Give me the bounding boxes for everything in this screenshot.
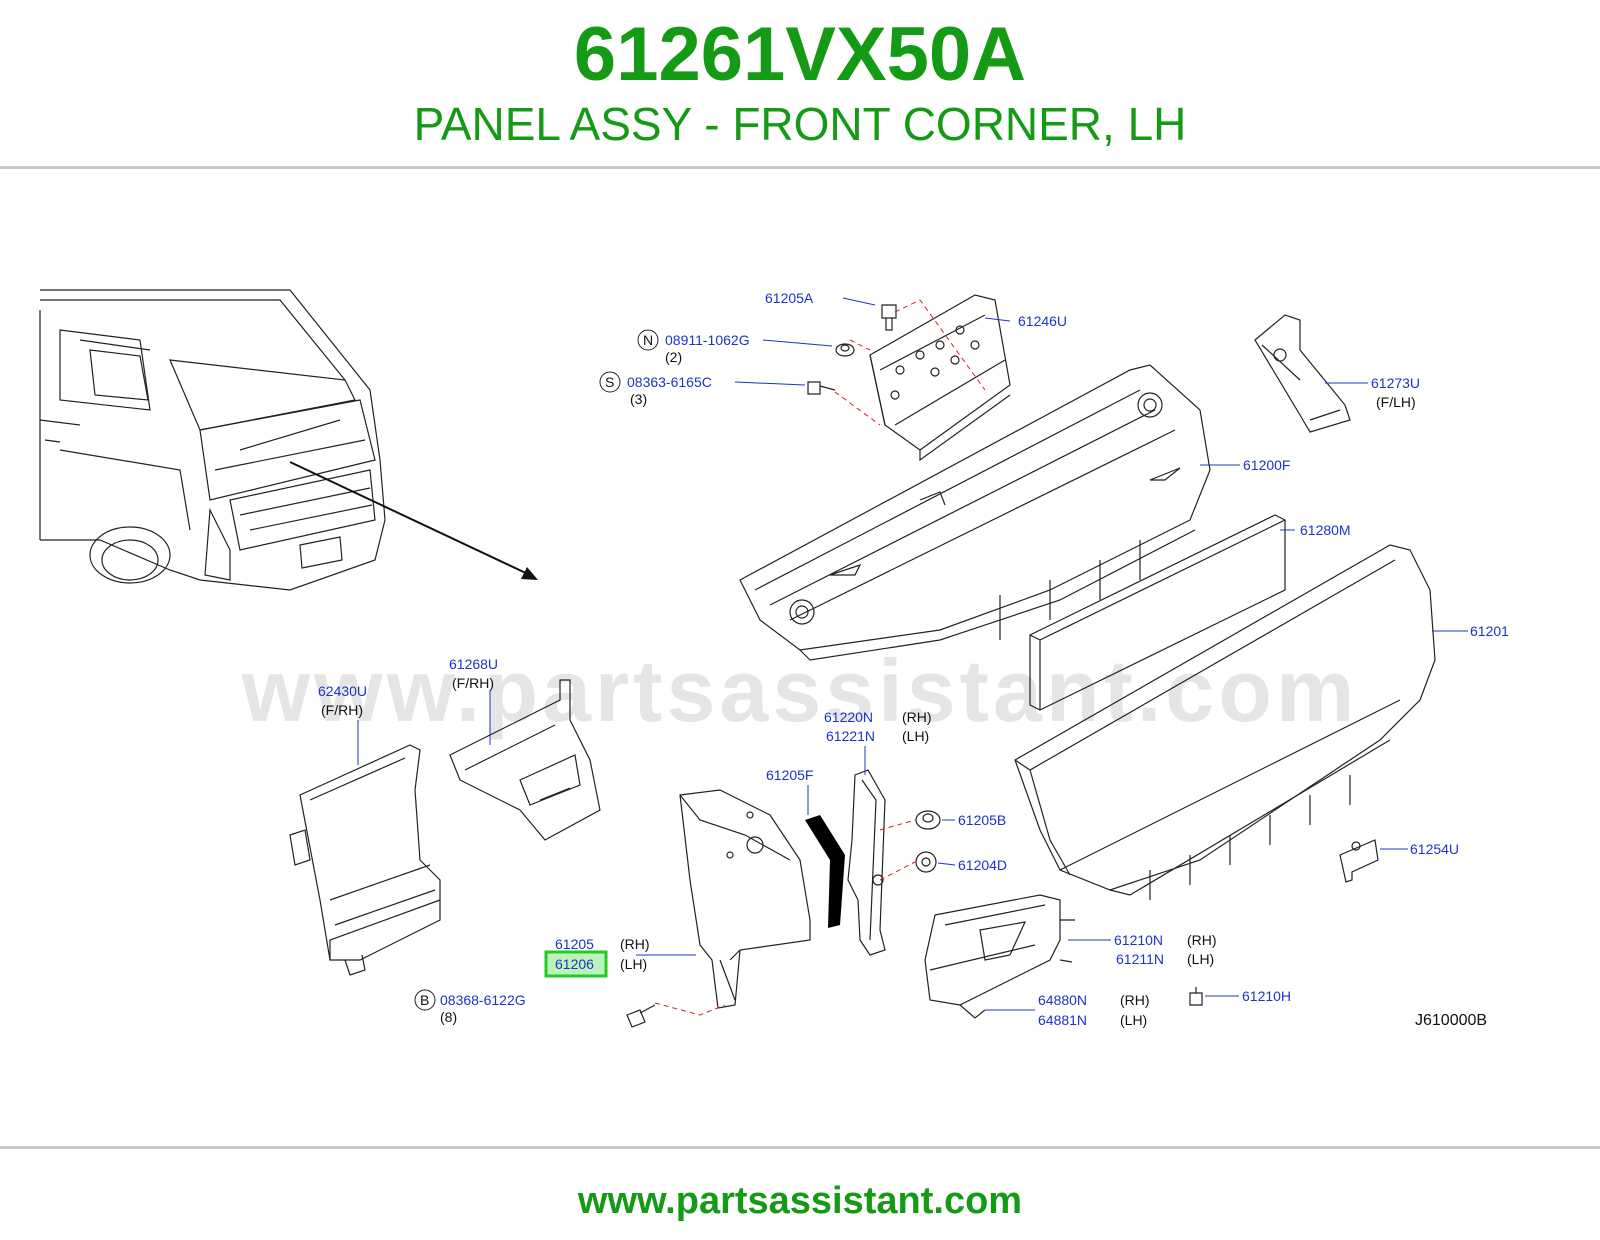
bolt-08363	[807, 381, 836, 395]
callout-08363-6165c[interactable]: 08363-6165C	[627, 374, 712, 390]
callout-61268u-note: (F/RH)	[452, 675, 494, 691]
footer-divider	[0, 1146, 1600, 1149]
leader-lines	[357, 297, 1468, 1011]
part-number-title: 61261VX50A	[573, 12, 1027, 97]
callout-62430u[interactable]: 62430U	[318, 683, 367, 699]
bracket-61273u	[1254, 314, 1351, 433]
clip-61210h	[1189, 987, 1203, 1006]
nut-61204d	[915, 851, 937, 873]
part-description: PANEL ASSY - FRONT CORNER, LH	[413, 98, 1187, 150]
callout-61220n-note: (RH)	[902, 709, 932, 725]
callout-61246u[interactable]: 61246U	[1018, 313, 1067, 329]
duct-62430u	[289, 744, 441, 976]
header-divider	[0, 166, 1600, 169]
callout-61221n-note: (LH)	[902, 728, 929, 744]
callout-61210h[interactable]: 61210H	[1242, 988, 1291, 1004]
callout-61200f[interactable]: 61200F	[1243, 457, 1290, 473]
bolt-08368	[626, 1004, 656, 1028]
callout-64881n[interactable]: 64881N	[1038, 1012, 1087, 1028]
callout-61204d[interactable]: 61204D	[958, 857, 1007, 873]
panel-61201	[1014, 544, 1436, 900]
callout-61273u-note: (F/LH)	[1376, 394, 1416, 410]
callout-61210n[interactable]: 61210N	[1114, 932, 1163, 948]
drawing-code: J610000B	[1415, 1012, 1487, 1029]
callout-64880n-note: (RH)	[1120, 992, 1150, 1008]
corner-panel-61206	[679, 789, 811, 1009]
callout-61211n-note: (LH)	[1187, 951, 1214, 967]
crossmember-61200f	[739, 364, 1211, 661]
callout-61205[interactable]: 61205	[555, 936, 594, 952]
grommet-61205b	[915, 810, 941, 830]
direction-arrow-head	[521, 567, 538, 580]
callout-61254u[interactable]: 61254U	[1410, 841, 1459, 857]
direction-arrow	[289, 461, 531, 576]
highlight-box-61206	[544, 950, 608, 978]
bracket-61268u	[449, 679, 601, 841]
nut-08911	[835, 343, 855, 357]
callout-61206-highlighted[interactable]: 61206	[555, 956, 594, 972]
callout-61205-note: (RH)	[620, 936, 650, 952]
stay-61220n	[847, 769, 886, 956]
qualifier-circle-b	[414, 989, 436, 1011]
callout-62430u-note: (F/RH)	[321, 702, 363, 718]
callout-08363-qty: (3)	[630, 391, 647, 407]
qualifier-circle-n	[637, 329, 659, 351]
bracket-61254u	[1339, 839, 1379, 883]
callout-61220n[interactable]: 61220N	[824, 709, 873, 725]
callout-61280m[interactable]: 61280M	[1300, 522, 1351, 538]
bracket-61246u	[869, 294, 1011, 462]
callout-64880n[interactable]: 64880N	[1038, 992, 1087, 1008]
callout-61205f[interactable]: 61205F	[766, 767, 813, 783]
parts-diagram: 61205A 61246U N 08911-1062G (2) S 08363-…	[39, 289, 1509, 1029]
qualifier-b: B	[420, 992, 429, 1008]
callout-08368-qty: (8)	[440, 1009, 457, 1025]
qualifier-circle-s	[599, 371, 621, 393]
bolt-61205a	[881, 304, 897, 331]
callout-61205b[interactable]: 61205B	[958, 812, 1006, 828]
callout-64881n-note: (LH)	[1120, 1012, 1147, 1028]
seal-61205f	[805, 815, 845, 928]
filler-61280m	[1029, 514, 1286, 711]
callout-61273u[interactable]: 61273U	[1371, 375, 1420, 391]
callout-61211n[interactable]: 61211N	[1116, 951, 1164, 967]
page-header: 61261VX50A PANEL ASSY - FRONT CORNER, LH	[0, 0, 1600, 170]
callout-08911-qty: (2)	[665, 349, 682, 365]
callout-61210n-note: (RH)	[1187, 932, 1217, 948]
callout-08368-6122g[interactable]: 08368-6122G	[440, 992, 526, 1008]
qualifier-s: S	[605, 374, 614, 390]
footer-website-link[interactable]: www.partsassistant.com	[577, 1180, 1023, 1222]
callout-61201[interactable]: 61201	[1470, 623, 1509, 639]
callout-61268u[interactable]: 61268U	[449, 656, 498, 672]
qualifier-n: N	[643, 332, 653, 348]
callout-08911-1062g[interactable]: 08911-1062G	[665, 332, 750, 348]
callout-61206-note: (LH)	[620, 956, 647, 972]
callout-61221n[interactable]: 61221N	[826, 728, 875, 744]
callout-61205a[interactable]: 61205A	[765, 290, 814, 306]
bracket-61210n	[924, 894, 1075, 1019]
van-illustration	[39, 289, 386, 591]
